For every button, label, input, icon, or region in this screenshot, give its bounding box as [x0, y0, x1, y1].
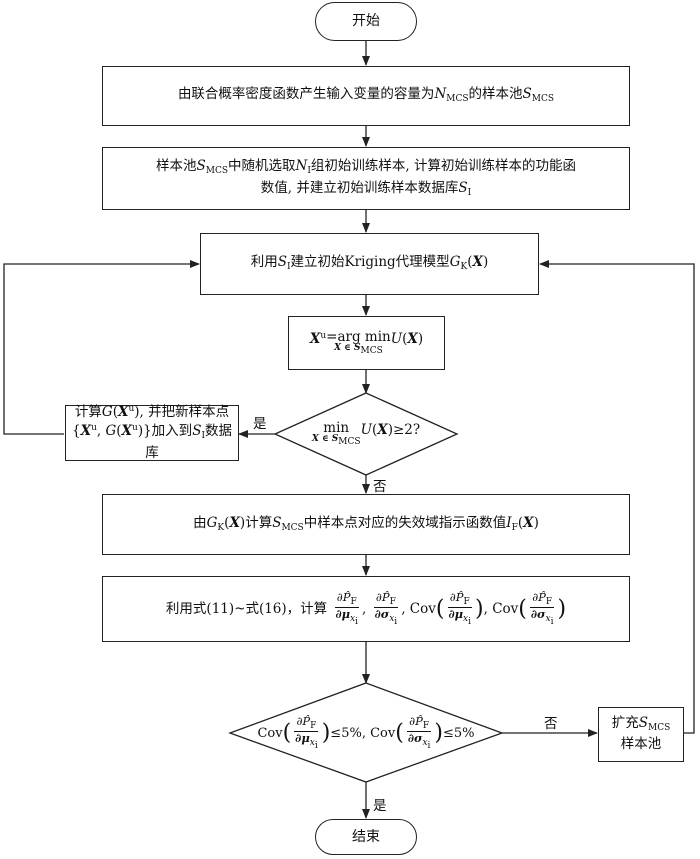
yes-label-decision2: 是 [373, 798, 387, 814]
step2-select-initial-samples: 样本池SMCS中随机选取NI组初始训练样本, 计算初始训练样本的功能函 数值, … [102, 147, 630, 210]
step6-frac-mu: ∂P̂F∂μxi [334, 589, 359, 627]
step3-close: ) [482, 254, 489, 271]
decision1-diamond [273, 392, 459, 476]
step6-frac-sigma: ∂P̂F∂σxi [373, 589, 398, 627]
step2-s-sub: MCS [205, 166, 229, 177]
update-s: S [192, 423, 202, 440]
step3-s-sub: I [286, 262, 291, 273]
step5-text-c: 中样本点对应的失效域指示函数值 [303, 514, 507, 531]
update-x3: X [121, 423, 133, 440]
step1-n-sub: MCS [446, 94, 469, 105]
step3-g: G [449, 254, 461, 271]
step1-s: S [522, 86, 532, 103]
step4-u: U [390, 330, 403, 347]
step2-text-c: 组初始训练样本, 计算初始训练样本的功能函 [310, 158, 576, 175]
decision2-le1: ≤5%, [330, 725, 366, 741]
end-terminal: 结束 [315, 819, 417, 855]
expand-s: S [638, 715, 648, 732]
step3-x: X [472, 254, 483, 271]
no-label-decision1: 否 [373, 479, 387, 495]
step2-n: N [295, 158, 308, 175]
step5-x2: X [523, 514, 534, 531]
step4-x-sup: u [320, 330, 327, 341]
step3-open: ( [467, 254, 473, 271]
step1-n: N [434, 86, 447, 103]
arrow-update-step3 [3, 260, 200, 435]
decision1-u: U [360, 421, 372, 438]
end-label: 结束 [352, 828, 380, 845]
update-x: X [117, 403, 129, 420]
step5-s: S [272, 514, 282, 531]
step3-text-a: 利用 [250, 254, 278, 271]
update-text-d: 数据库 [145, 423, 232, 461]
yes-label-decision1: 是 [253, 416, 267, 432]
step2-text-d: 数值, 并建立初始训练样本数据库 [260, 179, 459, 196]
step2-s: S [196, 158, 206, 175]
decision1-x: X [377, 421, 388, 438]
step5-compute-indicator: 由GK(X)计算SMCS中样本点对应的失效域指示函数值IF(X) [102, 494, 630, 555]
decision2-convergence-criterion: Cov(∂P̂F∂μxi)≤5%, Cov(∂P̂F∂σxi)≤5% [257, 713, 475, 751]
update-x2: X [80, 423, 92, 440]
decision2-le2: ≤5% [443, 725, 475, 741]
expand-sample-pool: 扩充SMCS 样本池 [598, 707, 684, 762]
step3-text-b: 建立初始Kriging代理模型 [290, 254, 450, 271]
step2-s2-sub: I [467, 187, 472, 198]
decision1-cond: ≥2? [393, 421, 421, 438]
step3-s: S [277, 254, 287, 271]
step5-i: I [506, 514, 512, 531]
step2-s2: S [458, 179, 468, 196]
step2-text-a: 样本池 [156, 158, 197, 175]
expand-text-b: 样本池 [620, 736, 662, 753]
expand-text-a: 扩充 [611, 715, 639, 732]
update-g2: G [105, 423, 117, 440]
update-g: G [101, 403, 113, 420]
step4-arg-x: X [407, 330, 418, 347]
step2-text-b: 中随机选取 [228, 158, 296, 175]
step1-text-a: 由联合概率密度函数产生输入变量的容量为 [177, 86, 435, 103]
start-label: 开始 [352, 13, 380, 30]
step1-text-b: 的样本池 [468, 86, 523, 103]
step5-text-a: 由 [193, 514, 207, 531]
no-label-decision2: 否 [544, 716, 558, 732]
step3-g-sub: K [460, 262, 468, 273]
step3-build-kriging-model: 利用SI建立初始Kriging代理模型GK(X) [200, 233, 539, 295]
step6-compute-sensitivity: 利用式(11)~式(16)，计算 ∂P̂F∂μxi, ∂P̂F∂σxi, Cov… [102, 576, 630, 642]
step4-x: X [309, 330, 321, 347]
update-text-b: ), 并把新样本点 [134, 403, 230, 420]
step4-under: X ∈ SMCS [334, 342, 383, 356]
decision2-cov-mu: Cov [257, 725, 283, 741]
step6-text-a: 利用式(11)~式(16)，计算 [165, 600, 328, 617]
update-text-a: 计算 [74, 403, 102, 420]
step5-text-b: 计算 [245, 514, 273, 531]
step6-cov-mu: Cov [409, 600, 436, 617]
step6-cov-sigma: Cov [492, 600, 519, 617]
step1-generate-sample-pool: 由联合概率密度函数产生输入变量的容量为NMCS的样本池SMCS [102, 66, 630, 126]
step1-s-sub: MCS [531, 94, 555, 105]
update-training-database: 计算G(Xu), 并把新样本点 {Xu, G(Xu)}加入到SI数据库 [65, 403, 239, 461]
step5-g: G [206, 514, 218, 531]
start-terminal: 开始 [315, 2, 417, 41]
decision2-diamond [228, 682, 504, 783]
decision1-under: X ∈ SMCS [311, 433, 361, 447]
decision2-cov-sigma: Cov [370, 725, 396, 741]
step4-eq: =arg min [326, 328, 391, 345]
update-text-c: )}加入到 [137, 423, 193, 440]
step2-n-sub: I [307, 166, 311, 177]
step5-x: X [229, 514, 240, 531]
